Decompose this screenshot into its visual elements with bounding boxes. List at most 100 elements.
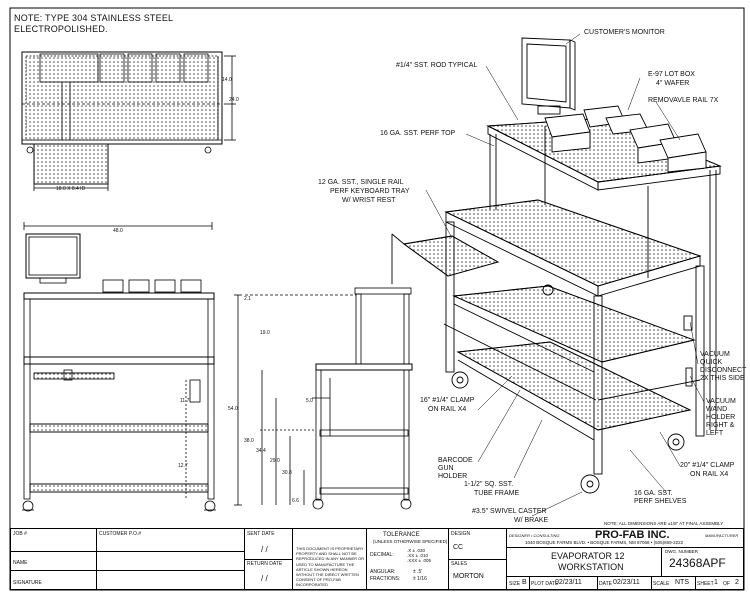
decimal-label: DECIMAL: bbox=[370, 552, 394, 558]
proprietary-cell bbox=[293, 529, 367, 589]
po-label: CUSTOMER P.O.# bbox=[99, 531, 142, 537]
dim-top-h1: 14.0 bbox=[222, 77, 232, 83]
callout-caster-2: W/ BRAKE bbox=[514, 517, 549, 524]
size-label: SIZE bbox=[509, 581, 521, 587]
sales-label: SALES bbox=[451, 561, 468, 567]
callout-wand-1: VACUUM bbox=[706, 398, 736, 405]
dates-divider bbox=[245, 559, 293, 560]
plot-date-value: 02/23/11 bbox=[555, 579, 582, 586]
fraction-label: FRACTIONS: bbox=[370, 576, 401, 582]
callout-monitor: CUSTOMER'S MONITOR bbox=[584, 29, 665, 36]
callout-lot-box-2: 4" WAFER bbox=[656, 80, 690, 87]
dim-side-6: 29.0 bbox=[270, 458, 280, 464]
return-date-value: / / bbox=[261, 574, 268, 583]
design-label: DESIGN bbox=[451, 531, 471, 537]
dim-side-3: 54.0 bbox=[228, 406, 238, 412]
date-divider bbox=[651, 576, 652, 589]
sales-value: MORTON bbox=[453, 573, 484, 580]
of-value: 2 bbox=[735, 579, 739, 586]
date-value: 02/23/11 bbox=[613, 579, 640, 586]
fraction-value: ± 1/16 bbox=[413, 576, 427, 582]
sheet-value: 1 bbox=[714, 579, 718, 586]
dwg-number: 24368APF bbox=[669, 556, 726, 570]
scale-label: SCALE bbox=[653, 581, 670, 587]
callout-barcode-1: BARCODE bbox=[438, 457, 473, 464]
job-label: JOB # bbox=[13, 531, 27, 537]
callout-wand-2: WAND bbox=[706, 406, 728, 413]
title-line2: WORKSTATION bbox=[558, 562, 624, 572]
callout-caster-1: #3.5" SWIVEL CASTER bbox=[472, 508, 547, 515]
callout-clamp20-1: 20" #1/4" CLAMP bbox=[680, 462, 735, 469]
sent-date-value: / / bbox=[261, 545, 268, 554]
proprietary-text: THIS DOCUMENT IS PROPRIETARY PROPERTY AN… bbox=[296, 546, 365, 588]
decimal-xx: .XX ± .010 bbox=[407, 553, 428, 558]
scale-value: NTS bbox=[675, 579, 689, 586]
callout-barcode-2: GUN bbox=[438, 465, 454, 472]
callout-tray-3: W/ WRIST REST bbox=[342, 197, 396, 204]
callout-wand-4: RIGHT & bbox=[706, 422, 735, 429]
callout-tube-2: TUBE FRAME bbox=[474, 490, 520, 497]
callout-tube-1: 1-1/2" SQ. SST. bbox=[464, 481, 514, 488]
angular-label: ANGULAR: bbox=[370, 569, 396, 575]
dim-front-2: 12.7 bbox=[178, 463, 188, 469]
material-note-line2: ELECTROPOLISHED. bbox=[14, 24, 108, 34]
size-value: B bbox=[522, 579, 527, 586]
dim-front-width: 48.0 bbox=[113, 228, 123, 234]
callout-vacuum-1: VACUUM bbox=[700, 351, 730, 358]
front-view bbox=[22, 222, 216, 512]
design-value: CC bbox=[453, 544, 464, 551]
callout-shelves-1: 16 GA. SST. bbox=[634, 490, 673, 497]
callout-wand-5: LEFT bbox=[706, 430, 724, 437]
decimal-xxx: .XXX ± .005 bbox=[407, 558, 431, 563]
return-date-label: RETURN DATE bbox=[247, 561, 283, 567]
dim-front-1: 11.7 bbox=[180, 398, 190, 404]
dim-top-h2: 24.0 bbox=[229, 97, 239, 103]
callout-tray-2: PERF KEYBOARD TRAY bbox=[330, 188, 410, 195]
callout-lot-box-1: E-97 LOT BOX bbox=[648, 71, 695, 78]
date-label: DATE bbox=[599, 581, 612, 587]
company-name: PRO-FAB INC. bbox=[595, 529, 670, 541]
callout-barcode-3: HOLDER bbox=[438, 473, 468, 480]
decimal-x: .X ± .030 bbox=[407, 548, 425, 553]
dim-side-2: 19.0 bbox=[260, 330, 270, 336]
signature-label: SIGNATURE bbox=[13, 580, 42, 586]
callout-shelves-2: PERF SHELVES bbox=[634, 498, 687, 505]
manufacturer-label: MANUFACTURER bbox=[705, 533, 739, 538]
callout-clamp20-2: ON RAIL X4 bbox=[690, 471, 729, 478]
plot-divider bbox=[597, 576, 598, 589]
dim-side-8: 6.6 bbox=[292, 498, 299, 504]
callout-vacuum-3: DISCONNECT bbox=[700, 367, 747, 374]
tolerance-cell bbox=[367, 529, 449, 589]
callout-clamp16-1: 16" #1/4" CLAMP bbox=[420, 397, 475, 404]
top-view bbox=[21, 51, 236, 191]
company-divider bbox=[507, 547, 743, 548]
dim-side-7: 30.8 bbox=[282, 470, 292, 476]
name-row bbox=[11, 551, 245, 571]
title-line1: EVAPORATOR 12 bbox=[551, 551, 625, 561]
callout-perf-top: 16 GA. SST. PERF TOP bbox=[380, 130, 456, 137]
dim-side-9: 5.0 bbox=[306, 398, 313, 404]
scale-divider bbox=[695, 576, 696, 589]
dimension-footnote: NOTE: ALL DIMENSIONS ARE ±1/8" AT FINAL … bbox=[604, 521, 724, 526]
tolerance-title: TOLERANCE bbox=[383, 532, 420, 538]
callout-wand-3: HOLDER bbox=[706, 414, 736, 421]
info-divider bbox=[507, 576, 743, 577]
tolerance-sub: (UNLESS OTHERWISE SPECIFIED) bbox=[373, 539, 448, 544]
job-cell bbox=[11, 529, 97, 589]
material-note-line1: NOTE: TYPE 304 STAINLESS STEEL bbox=[14, 13, 174, 23]
leader-lines bbox=[425, 33, 705, 517]
sent-date-label: SENT DATE bbox=[247, 531, 275, 537]
design-divider bbox=[449, 559, 507, 560]
dim-side-1: 2.1 bbox=[244, 296, 251, 302]
dwg-number-label: DWG. NUMBER bbox=[665, 549, 698, 554]
dwg-divider bbox=[661, 547, 662, 576]
po-cell bbox=[97, 529, 245, 589]
plot-date-label: PLOT DATE bbox=[531, 581, 559, 587]
material-note: NOTE: TYPE 304 STAINLESS STEEL ELECTROPO… bbox=[14, 13, 173, 35]
side-view bbox=[234, 287, 413, 510]
designer-label: DESIGNER • CONSULTING bbox=[509, 533, 560, 538]
callout-rail: REMOVAVLE RAIL 7X bbox=[648, 97, 719, 104]
size-divider bbox=[529, 576, 530, 589]
